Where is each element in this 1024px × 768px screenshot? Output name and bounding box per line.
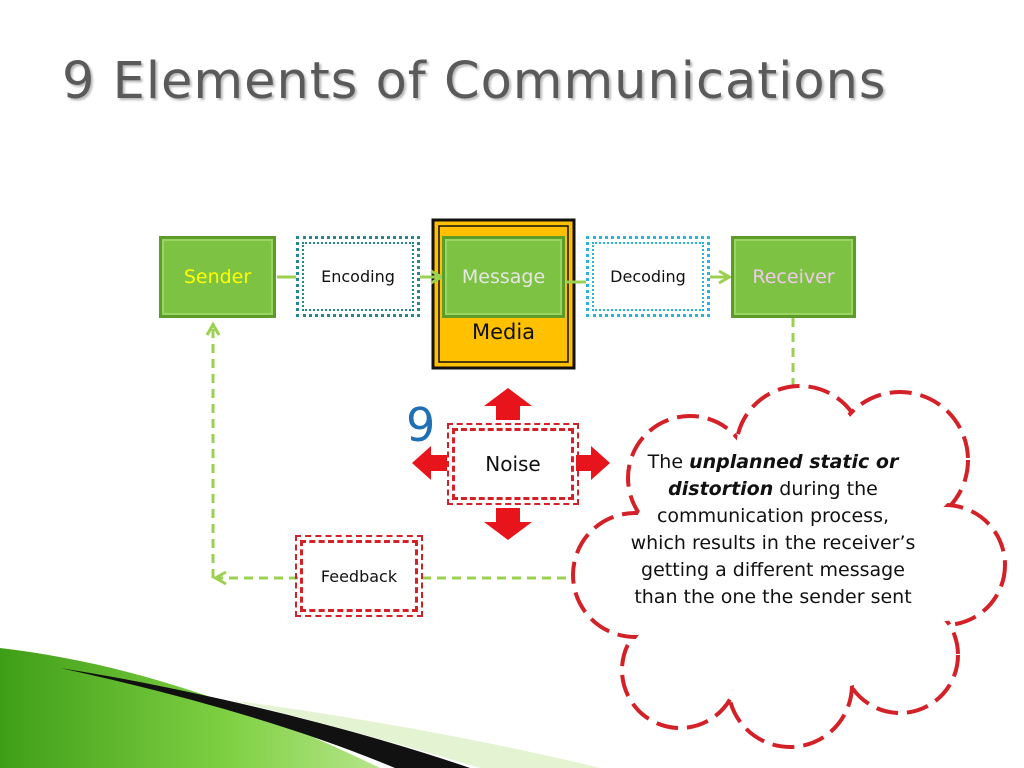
element-number: 9 — [406, 398, 436, 452]
noise-definition: The unplanned static or distortion durin… — [628, 449, 918, 611]
noise-box: Noise — [447, 423, 579, 505]
media-label: Media — [471, 320, 536, 344]
sender-box: Sender — [159, 236, 276, 318]
black-swoosh — [60, 668, 470, 768]
decoding-label: Decoding — [610, 267, 686, 286]
encoding-label: Encoding — [321, 267, 395, 286]
noise-label: Noise — [485, 452, 541, 476]
slide-title: 9 Elements of Communications — [62, 52, 887, 111]
noise-up-arrow — [484, 388, 532, 420]
noise-right-arrow — [576, 446, 610, 480]
definition-rest: during the communication process, which … — [630, 478, 916, 608]
decoding-box: Decoding — [586, 236, 710, 317]
receiver-label: Receiver — [752, 266, 835, 288]
feedback-label: Feedback — [320, 566, 398, 586]
receiver-box: Receiver — [731, 236, 856, 318]
definition-lead: The — [647, 451, 690, 473]
green-swoosh — [0, 648, 380, 768]
noise-left-arrow — [412, 446, 447, 480]
message-label: Message — [461, 266, 546, 288]
light-swoosh — [230, 700, 600, 768]
message-box: Message — [442, 236, 565, 318]
feedback-box: Feedback — [295, 535, 423, 617]
encoding-box: Encoding — [296, 236, 420, 317]
sender-label: Sender — [183, 266, 252, 288]
definition-emphasis: unplanned static or distortion — [668, 451, 899, 500]
noise-down-arrow — [484, 508, 532, 540]
